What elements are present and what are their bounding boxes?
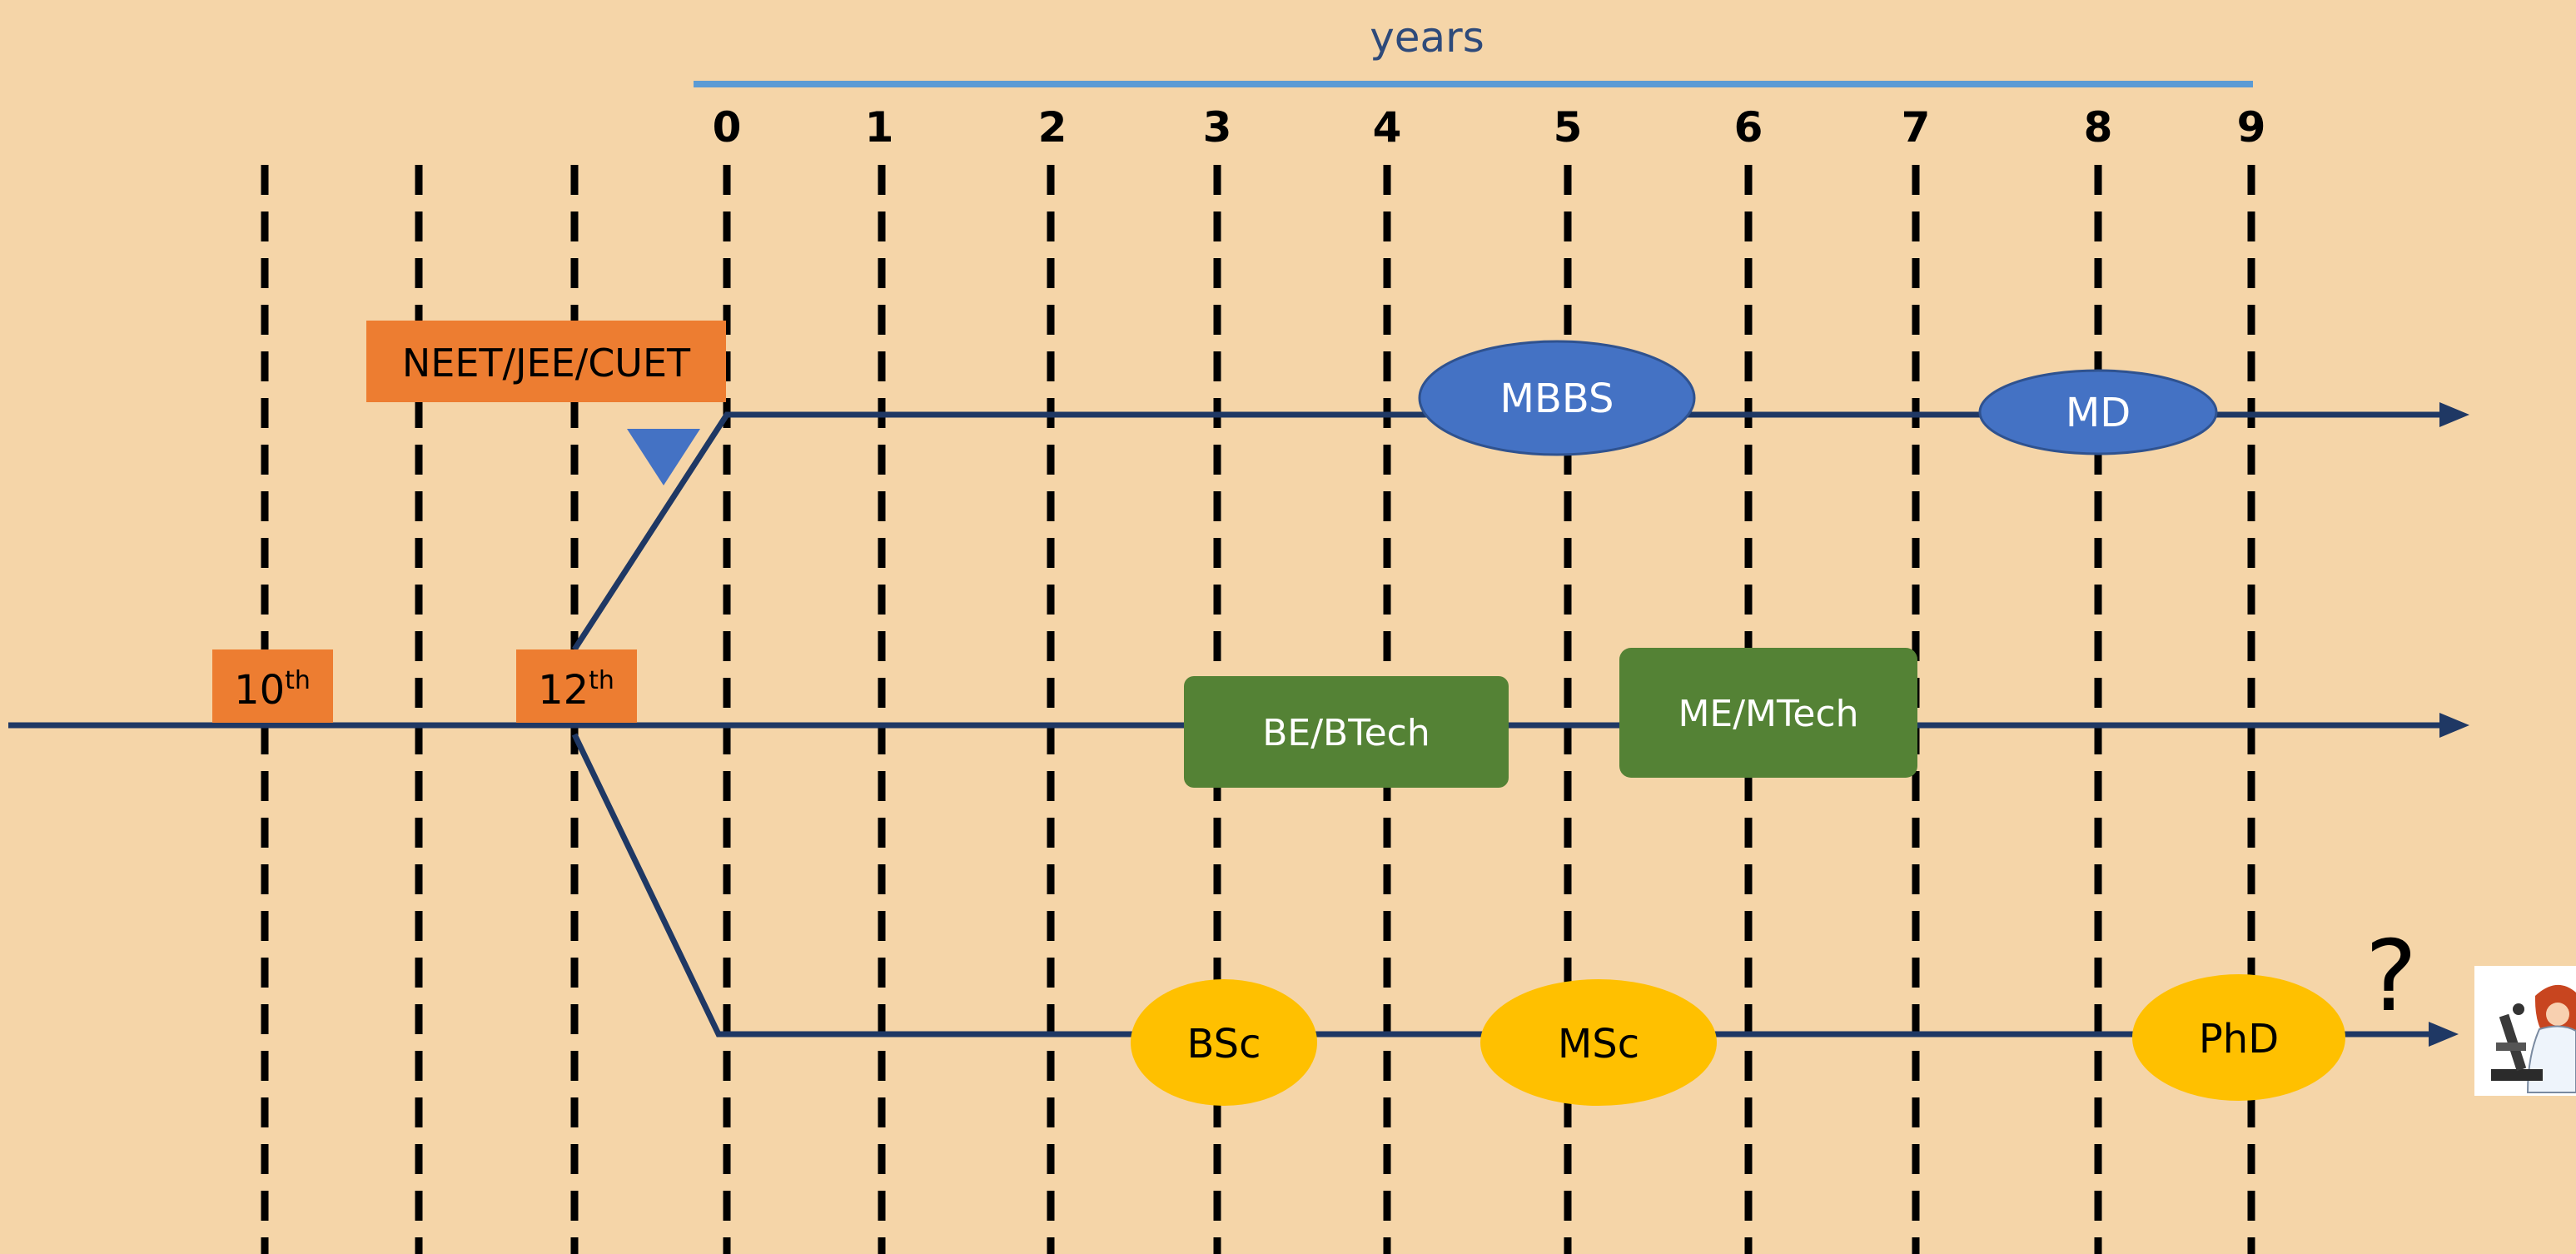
question-mark: ? <box>2365 918 2418 1033</box>
scientist-with-microscope-icon <box>2474 966 2576 1096</box>
tick-label: 8 <box>2084 103 2113 152</box>
stage-mbbs: MBBS <box>1418 340 1696 456</box>
tick-label: 4 <box>1373 103 1402 152</box>
science-track-line <box>571 733 2431 1038</box>
exam-label: NEET/JEE/CUET <box>402 341 691 386</box>
tick-label: 5 <box>1554 103 1583 152</box>
stage-label: BSc <box>1187 1021 1261 1067</box>
grade-12-label: 12th <box>538 666 614 714</box>
tick-label: 1 <box>865 103 894 152</box>
grade-10-box: 10th <box>212 649 333 723</box>
tick-label: 7 <box>1902 103 1931 152</box>
tick-label: 6 <box>1734 103 1763 152</box>
grade-10-label: 10th <box>234 666 311 714</box>
medical-track-line <box>572 411 2444 651</box>
tick-label: 9 <box>2237 103 2266 152</box>
stage-phd: PhD <box>2132 974 2345 1101</box>
arrowhead-icon <box>2439 402 2469 427</box>
stage-label: MSc <box>1558 1021 1639 1067</box>
tick-label: 2 <box>1038 103 1067 152</box>
stage-label: ME/MTech <box>1678 693 1858 735</box>
stage-label: MBBS <box>1500 376 1614 422</box>
stage-bsc: BSc <box>1131 979 1317 1106</box>
stage-md: MD <box>1978 369 2218 455</box>
exam-box: NEET/JEE/CUET <box>366 321 726 402</box>
arrowhead-icon <box>2439 713 2469 738</box>
stage-label: PhD <box>2199 1016 2279 1062</box>
track-arrowheads <box>2429 402 2469 1047</box>
grade-12-box: 12th <box>516 649 637 723</box>
stage-be-btech: BE/BTech <box>1184 676 1509 788</box>
stage-me-mtech: ME/MTech <box>1619 648 1917 778</box>
year-ticks: 0 1 2 3 4 5 6 7 8 9 <box>713 103 2266 152</box>
years-title: years <box>1370 13 1484 62</box>
tick-label: 3 <box>1203 103 1232 152</box>
stage-label: MD <box>2066 390 2131 436</box>
stage-label: BE/BTech <box>1262 712 1430 754</box>
stage-msc: MSc <box>1480 979 1717 1106</box>
triangle-down-icon <box>627 429 700 485</box>
tick-label: 0 <box>713 103 742 152</box>
arrowhead-icon <box>2429 1022 2459 1047</box>
